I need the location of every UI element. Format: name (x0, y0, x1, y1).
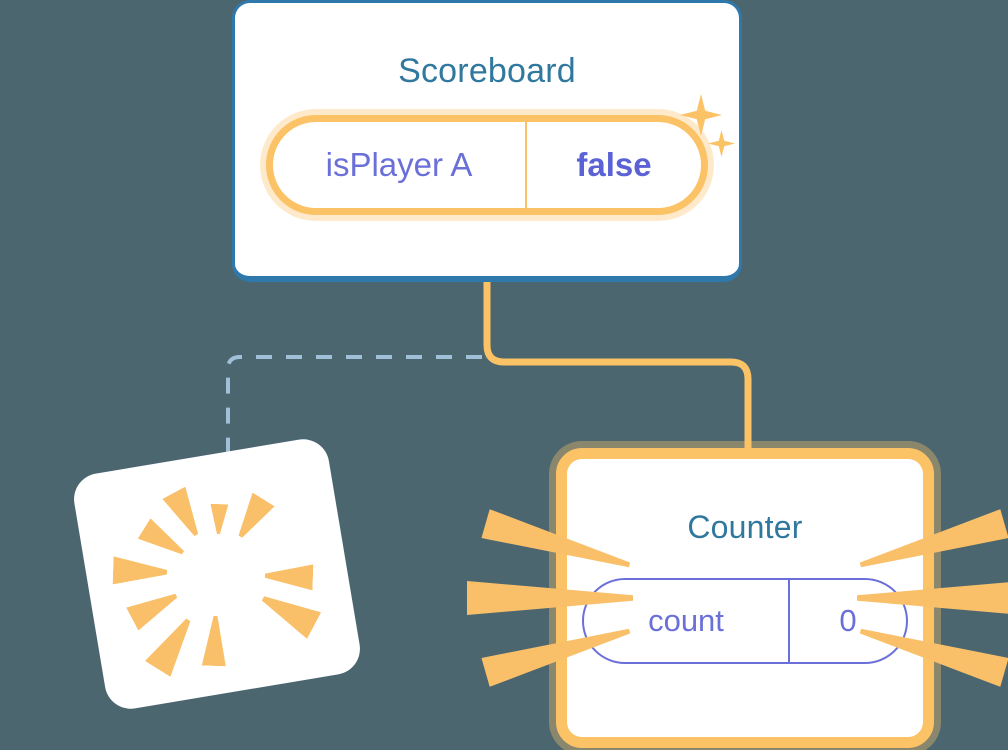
counter-state-row: count 0 (567, 578, 923, 664)
scoreboard-state-row: isPlayer A false (235, 115, 739, 215)
counter-state-pill[interactable]: count 0 (582, 578, 908, 664)
scoreboard-state-value: false (576, 146, 652, 183)
counter-state-key: count (648, 603, 724, 638)
sparkle-star-large-icon (680, 94, 722, 136)
scoreboard-state-key: isPlayer A (325, 146, 473, 183)
pill-divider (788, 580, 790, 662)
scoreboard-title: Scoreboard (398, 52, 576, 90)
sparkle-star-small-icon (708, 130, 735, 157)
pill-divider (525, 122, 527, 208)
connector-scoreboard-to-counter (483, 282, 752, 452)
scoreboard-state-pill[interactable]: isPlayer A false (266, 115, 708, 215)
counter-title: Counter (687, 509, 803, 545)
scoreboard-sparkles (676, 94, 740, 164)
node-card-scoreboard[interactable]: Scoreboard isPlayer A false (232, 0, 742, 282)
counter-state-value: 0 (839, 603, 857, 638)
